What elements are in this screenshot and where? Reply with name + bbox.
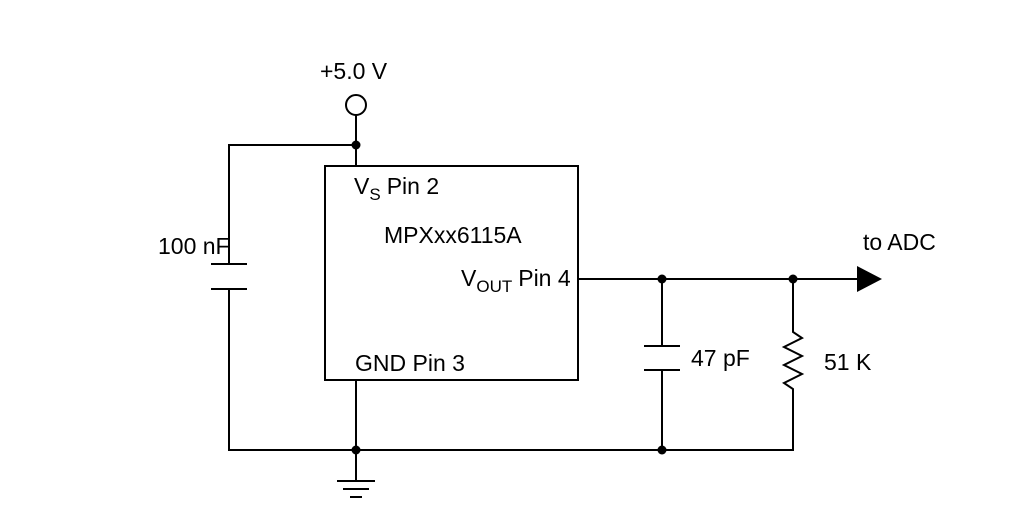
vout-pin-label: VOUT Pin 4 xyxy=(461,265,571,296)
supply-voltage-label: +5.0 V xyxy=(320,58,388,84)
filter-cap-label: 47 pF xyxy=(691,345,750,371)
vs-pin: Pin 2 xyxy=(387,173,439,199)
resistor-zigzag-icon xyxy=(781,278,805,451)
vs-sub: S xyxy=(369,185,380,204)
vs-pin-label: VS Pin 2 xyxy=(354,173,439,204)
gnd-pin-label: GND Pin 3 xyxy=(355,350,465,376)
ground-symbol-icon xyxy=(337,480,375,498)
vout-pin: Pin 4 xyxy=(518,265,571,291)
vout-sub: OUT xyxy=(476,277,512,296)
vout-main: V xyxy=(461,265,477,291)
bypass-cap-top-wire xyxy=(228,144,357,265)
supply-terminal-icon xyxy=(345,94,367,116)
junction-gnd xyxy=(351,445,361,455)
resistor-label: 51 K xyxy=(824,349,872,375)
junction-gnd-cap xyxy=(657,445,667,455)
bypass-cap-label: 100 nF xyxy=(158,233,230,259)
chip-name: MPXxx6115A xyxy=(384,222,522,248)
output-label: to ADC xyxy=(863,229,936,255)
output-arrow-icon xyxy=(857,266,882,292)
vs-main: V xyxy=(354,173,370,199)
sensor-chip-box xyxy=(324,165,579,381)
